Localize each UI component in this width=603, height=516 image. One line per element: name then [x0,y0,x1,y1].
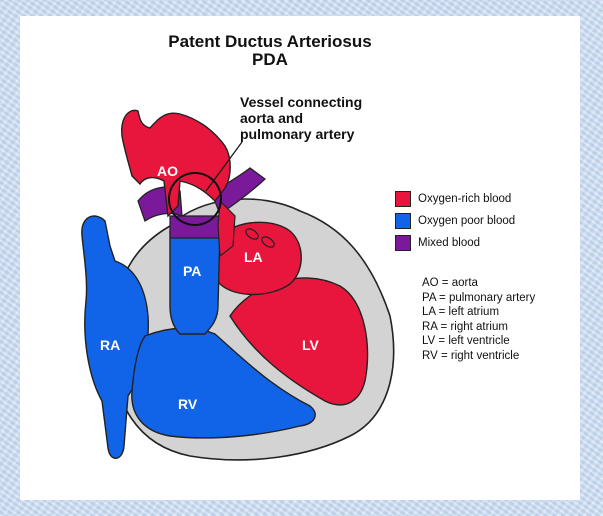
page-title: Patent Ductus Arteriosus PDA [160,33,380,69]
legend: Oxygen-rich blood Oxygen poor blood Mixe… [395,189,580,255]
abbr-la: LA = left atrium [422,305,577,320]
heart-diagram: AO PA LA RA LV RV [20,16,580,500]
abbr-rv: RV = right ventricle [422,349,577,364]
legend-label: Oxygen poor blood [418,215,515,227]
abbr-ra: RA = right atrium [422,320,577,335]
title-line-1: Patent Ductus Arteriosus [160,33,380,51]
legend-item-oxygen-poor: Oxygen poor blood [395,211,580,231]
label-rv: RV [178,396,198,412]
title-line-2: PDA [160,51,380,69]
swatch-mixed [395,235,411,251]
pda-callout: Vessel connecting aorta and pulmonary ar… [240,94,420,142]
abbreviation-key: AO = aorta PA = pulmonary artery LA = le… [422,276,577,363]
callout-line-3: pulmonary artery [240,126,420,142]
callout-line-1: Vessel connecting [240,94,420,110]
callout-line-2: aorta and [240,110,420,126]
label-ra: RA [100,337,120,353]
label-pa: PA [183,263,201,279]
abbr-ao: AO = aorta [422,276,577,291]
label-la: LA [244,249,263,265]
legend-item-mixed: Mixed blood [395,233,580,253]
swatch-oxygen-poor [395,213,411,229]
pulmonary-artery [170,231,220,334]
abbr-lv: LV = left ventricle [422,334,577,349]
diagram-panel: AO PA LA RA LV RV Patent Ductus Arterios… [20,16,580,500]
legend-item-oxygen-rich: Oxygen-rich blood [395,189,580,209]
label-ao: AO [157,163,178,179]
abbr-pa: PA = pulmonary artery [422,291,577,306]
label-lv: LV [302,337,320,353]
legend-label: Mixed blood [418,237,480,249]
swatch-oxygen-rich [395,191,411,207]
legend-label: Oxygen-rich blood [418,193,511,205]
